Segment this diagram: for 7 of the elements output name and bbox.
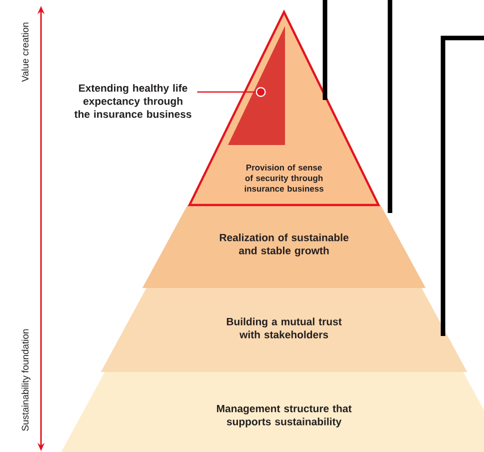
- pyramid-band: Realization of sustainable and stable growth: [142, 205, 426, 288]
- axis-label: Sustainability foundation: [22, 329, 30, 431]
- leader-line: [197, 87, 266, 97]
- inner-triangle: [228, 26, 285, 145]
- pyramid-band: Management structure that supports sustainability: [61, 372, 484, 452]
- pyramid-band: Building a mutual trust with stakeholders: [100, 288, 468, 372]
- axis-label: Value creation: [22, 22, 28, 82]
